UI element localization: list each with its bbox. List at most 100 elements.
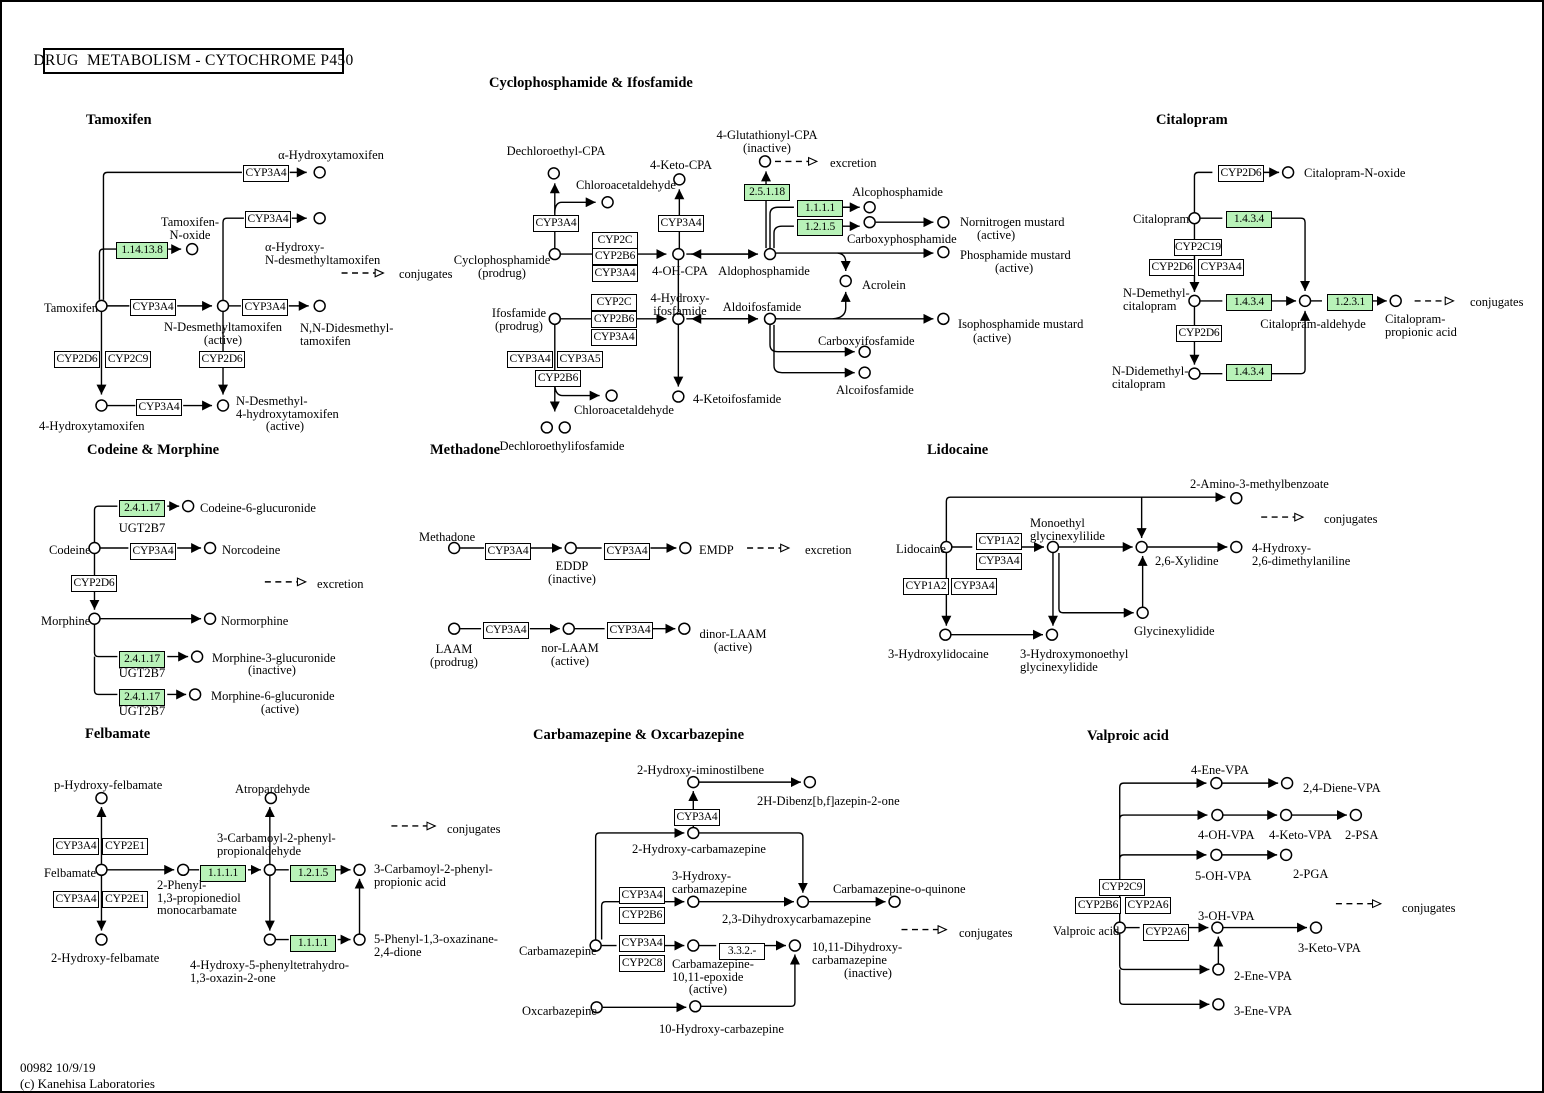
enzyme-box[interactable]: CYP1A2 xyxy=(903,577,949,595)
compound-node[interactable] xyxy=(803,775,817,789)
compound-node[interactable] xyxy=(190,650,204,663)
compound-node[interactable] xyxy=(1212,998,1225,1011)
compound-node[interactable] xyxy=(176,863,190,877)
enzyme-box[interactable]: CYP3A4 xyxy=(591,328,637,346)
compound-node[interactable] xyxy=(858,345,871,358)
enzyme-box[interactable]: CYP2D6 xyxy=(71,574,117,592)
compound-node[interactable] xyxy=(796,895,810,908)
enzyme-box[interactable]: CYP3A4 xyxy=(130,298,176,316)
enzyme-box[interactable]: CYP3A4 xyxy=(619,934,665,952)
enzyme-box[interactable]: CYP2D6 xyxy=(1218,164,1264,182)
enzyme-box[interactable]: CYP2C9 xyxy=(1099,878,1145,896)
compound-node[interactable] xyxy=(88,612,101,625)
compound-node[interactable] xyxy=(863,215,876,229)
enzyme-box[interactable]: CYP2C8 xyxy=(619,954,665,972)
enzyme-box[interactable]: CYP3A4 xyxy=(53,837,99,855)
enzyme-box[interactable]: 3.3.2.- xyxy=(719,942,765,960)
compound-node[interactable] xyxy=(672,247,685,261)
compound-node[interactable] xyxy=(547,167,561,180)
compound-node[interactable] xyxy=(313,211,326,225)
compound-node[interactable] xyxy=(95,933,108,946)
compound-node[interactable] xyxy=(216,399,230,412)
compound-node[interactable] xyxy=(863,201,876,214)
enzyme-box[interactable]: CYP3A4 xyxy=(1198,258,1244,276)
compound-node[interactable] xyxy=(1188,294,1201,308)
compound-node[interactable] xyxy=(1210,776,1223,790)
enzyme-box[interactable]: 2.4.1.17 xyxy=(119,650,165,668)
enzyme-box[interactable]: CYP2D6 xyxy=(1176,324,1222,342)
compound-node[interactable] xyxy=(1211,808,1224,822)
compound-node[interactable] xyxy=(1136,606,1149,619)
compound-node[interactable] xyxy=(313,166,326,179)
enzyme-box[interactable]: CYP3A5 xyxy=(557,350,603,368)
compound-node[interactable] xyxy=(605,389,618,402)
compound-node[interactable] xyxy=(564,541,577,555)
compound-node[interactable] xyxy=(558,421,571,434)
compound-node[interactable] xyxy=(601,196,614,209)
enzyme-box[interactable]: CYP3A4 xyxy=(951,577,997,595)
enzyme-box[interactable]: CYP3A4 xyxy=(245,210,291,228)
compound-node[interactable] xyxy=(353,863,366,877)
enzyme-box[interactable]: CYP2C xyxy=(591,293,637,311)
compound-node[interactable] xyxy=(313,299,326,313)
compound-node[interactable] xyxy=(888,895,901,908)
compound-node[interactable] xyxy=(590,1001,603,1014)
enzyme-box[interactable]: 1.4.3.4 xyxy=(1226,210,1272,228)
enzyme-box[interactable]: CYP3A4 xyxy=(507,350,553,368)
compound-node[interactable] xyxy=(447,622,461,635)
compound-node[interactable] xyxy=(95,863,108,877)
enzyme-box[interactable]: CYP2D6 xyxy=(199,350,245,368)
enzyme-box[interactable]: CYP3A4 xyxy=(485,542,531,560)
compound-node[interactable] xyxy=(858,366,871,379)
compound-node[interactable] xyxy=(758,155,772,168)
compound-node[interactable] xyxy=(540,421,554,434)
compound-node[interactable] xyxy=(687,826,700,840)
compound-node[interactable] xyxy=(188,688,202,701)
enzyme-box[interactable]: CYP2C9 xyxy=(105,350,151,368)
enzyme-box[interactable]: 1.4.3.4 xyxy=(1226,363,1272,381)
compound-node[interactable] xyxy=(1212,963,1225,976)
compound-node[interactable] xyxy=(687,939,700,952)
compound-node[interactable] xyxy=(181,499,195,513)
enzyme-box[interactable]: CYP3A4 xyxy=(592,264,638,282)
compound-node[interactable] xyxy=(673,173,686,186)
enzyme-box[interactable]: CYP2D6 xyxy=(1149,258,1195,276)
compound-node[interactable] xyxy=(589,939,602,952)
compound-node[interactable] xyxy=(937,245,950,259)
compound-node[interactable] xyxy=(687,895,700,908)
compound-node[interactable] xyxy=(263,863,277,877)
enzyme-box[interactable]: CYP3A4 xyxy=(136,398,182,416)
compound-node[interactable] xyxy=(353,933,366,946)
compound-node[interactable] xyxy=(1280,776,1294,790)
enzyme-box[interactable]: 1.2.1.5 xyxy=(290,864,336,882)
enzyme-box[interactable]: CYP2B6 xyxy=(535,369,581,387)
compound-node[interactable] xyxy=(679,541,692,555)
compound-node[interactable] xyxy=(1281,166,1295,179)
enzyme-box[interactable]: CYP2E1 xyxy=(102,837,148,855)
enzyme-box[interactable]: CYP3A4 xyxy=(243,164,289,182)
enzyme-box[interactable]: CYP2B6 xyxy=(619,906,665,924)
enzyme-box[interactable]: CYP3A4 xyxy=(607,621,653,639)
enzyme-box[interactable]: CYP3A4 xyxy=(533,214,579,232)
enzyme-box[interactable]: CYP2B6 xyxy=(592,247,638,265)
compound-node[interactable] xyxy=(264,791,278,805)
compound-node[interactable] xyxy=(88,541,101,555)
compound-node[interactable] xyxy=(1210,848,1223,862)
compound-node[interactable] xyxy=(185,242,199,256)
enzyme-box[interactable]: CYP2D6 xyxy=(54,350,100,368)
enzyme-box[interactable]: CYP2A6 xyxy=(1125,896,1171,914)
enzyme-box[interactable]: CYP3A4 xyxy=(242,298,288,316)
compound-node[interactable] xyxy=(940,540,953,554)
compound-node[interactable] xyxy=(937,215,950,229)
enzyme-box[interactable]: 2.5.1.18 xyxy=(744,183,790,201)
enzyme-box[interactable]: 1.1.1.1 xyxy=(290,934,336,952)
compound-node[interactable] xyxy=(839,274,852,288)
compound-node[interactable] xyxy=(1113,921,1126,934)
enzyme-box[interactable]: CYP3A4 xyxy=(658,214,704,232)
enzyme-box[interactable]: CYP3A4 xyxy=(976,552,1022,570)
enzyme-box[interactable]: 2.4.1.17 xyxy=(119,499,165,517)
compound-node[interactable] xyxy=(263,933,277,946)
enzyme-box[interactable]: 1.2.3.1 xyxy=(1327,293,1373,311)
compound-node[interactable] xyxy=(689,1000,702,1013)
enzyme-box[interactable]: 1.2.1.5 xyxy=(797,218,843,236)
